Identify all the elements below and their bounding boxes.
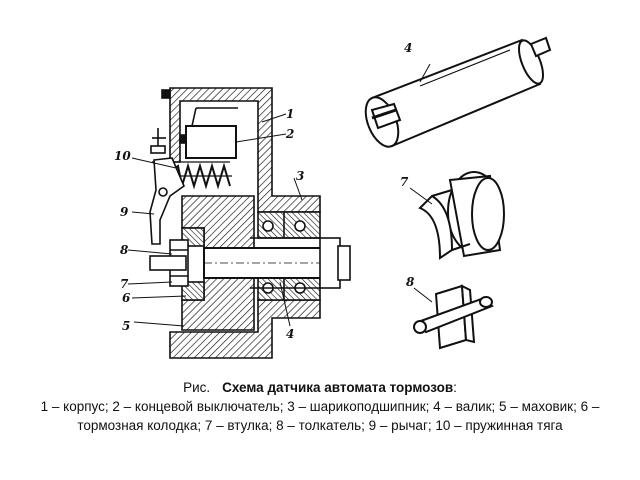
label-2: 2 [285, 127, 294, 141]
lever [149, 157, 185, 245]
bolt [150, 128, 166, 154]
bearing-assembly [257, 211, 321, 301]
leader-lines [127, 113, 303, 327]
sensor-diagram: 1 2 3 4 5 6 7 8 9 10 4 7 8 [114, 36, 552, 359]
caption-text: 1 – корпус; 2 – концевой выключатель; 3 … [40, 399, 600, 433]
label-7-sleeve: 7 [400, 175, 409, 189]
sleeve-perspective [418, 171, 505, 260]
leader-4-shaft [419, 63, 431, 83]
label-4-section: 4 [286, 327, 294, 341]
caption-title: Схема датчика автомата тормозов [222, 380, 454, 395]
figure-caption: Рис. Схема датчика автомата тормозов: 1 –… [20, 378, 620, 435]
leader-8-pusher [413, 287, 433, 303]
caption-title-suffix: : [453, 380, 457, 395]
sleeve-section [149, 239, 189, 287]
label-3: 3 [296, 169, 304, 183]
label-5: 5 [122, 319, 130, 333]
shaft-perspective [364, 36, 552, 148]
label-10: 10 [114, 149, 131, 163]
label-9: 9 [120, 205, 129, 219]
label-6: 6 [122, 291, 131, 305]
label-8-pusher: 8 [406, 275, 415, 289]
caption-prefix: Рис. [183, 380, 211, 395]
label-7-section: 7 [120, 277, 129, 291]
pusher-perspective [413, 284, 494, 350]
caption-title-line: Рис. Схема датчика автомата тормозов: [20, 378, 620, 397]
label-8-section: 8 [120, 243, 129, 257]
limit-switch [179, 107, 238, 159]
label-4-shaft: 4 [404, 41, 412, 55]
shaft-section [203, 237, 351, 289]
label-1: 1 [286, 107, 294, 121]
leader-7-sleeve [409, 187, 433, 205]
section-view [127, 87, 351, 359]
